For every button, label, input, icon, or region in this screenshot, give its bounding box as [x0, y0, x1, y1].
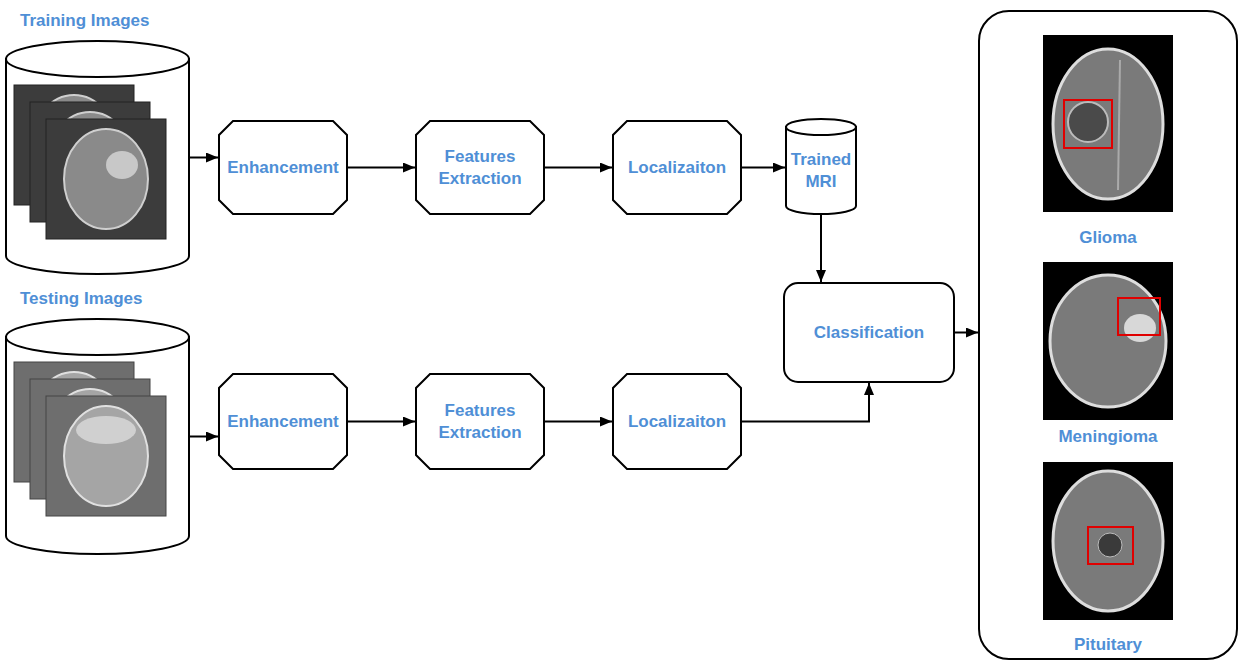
- training-mri-stack: [14, 85, 166, 239]
- node-label: Features Extraction: [427, 400, 533, 443]
- node-label: Trained MRI: [789, 149, 853, 192]
- process-box: Enhancement: [218, 373, 348, 470]
- flow-arrow: [190, 436, 218, 438]
- shape-outline: [5, 40, 190, 275]
- process-box: Features Extraction: [415, 120, 545, 215]
- flow-arrow: [955, 332, 978, 334]
- process-box: Localizaiton: [612, 120, 742, 215]
- flow-arrow: [348, 167, 415, 169]
- flow-arrow: [742, 383, 869, 422]
- process-box: Enhancement: [218, 120, 348, 215]
- data-cylinder: Training Images: [5, 40, 190, 275]
- classifier-box: Classification: [783, 282, 955, 383]
- node-caption: Glioma: [978, 227, 1238, 248]
- node-caption: Training Images: [20, 10, 149, 31]
- testing-mri-stack: [14, 362, 166, 516]
- node-label: Features Extraction: [427, 146, 533, 189]
- node-caption: Pituitary: [978, 634, 1238, 655]
- node-caption: Testing Images: [20, 288, 143, 309]
- flow-arrow: [545, 167, 612, 169]
- shape-outline: [415, 120, 545, 215]
- process-box: Localizaiton: [612, 373, 742, 470]
- node-caption: Meningioma: [978, 426, 1238, 447]
- flow-arrow: [190, 157, 218, 159]
- shape-outline: [5, 318, 190, 555]
- node-label: Enhancement: [227, 157, 338, 178]
- flow-arrow: [820, 215, 822, 282]
- shape-outline: [978, 10, 1238, 660]
- meningioma-scan: [1043, 262, 1173, 420]
- pituitary-scan: [1043, 462, 1173, 620]
- shape-outline: [415, 373, 545, 470]
- node-label: Enhancement: [227, 411, 338, 432]
- data-cylinder: Testing Images: [5, 318, 190, 555]
- node-label: Localizaiton: [628, 411, 726, 432]
- process-box: Features Extraction: [415, 373, 545, 470]
- node-label: Localizaiton: [628, 157, 726, 178]
- node-label: Classification: [814, 322, 925, 343]
- glioma-scan: [1043, 35, 1173, 212]
- flow-arrow: [348, 421, 415, 423]
- results-panel: GliomaMeningiomaPituitary: [978, 10, 1238, 660]
- flow-arrow: [545, 421, 612, 423]
- flow-arrow: [742, 167, 785, 169]
- database-cylinder: Trained MRI: [785, 118, 857, 215]
